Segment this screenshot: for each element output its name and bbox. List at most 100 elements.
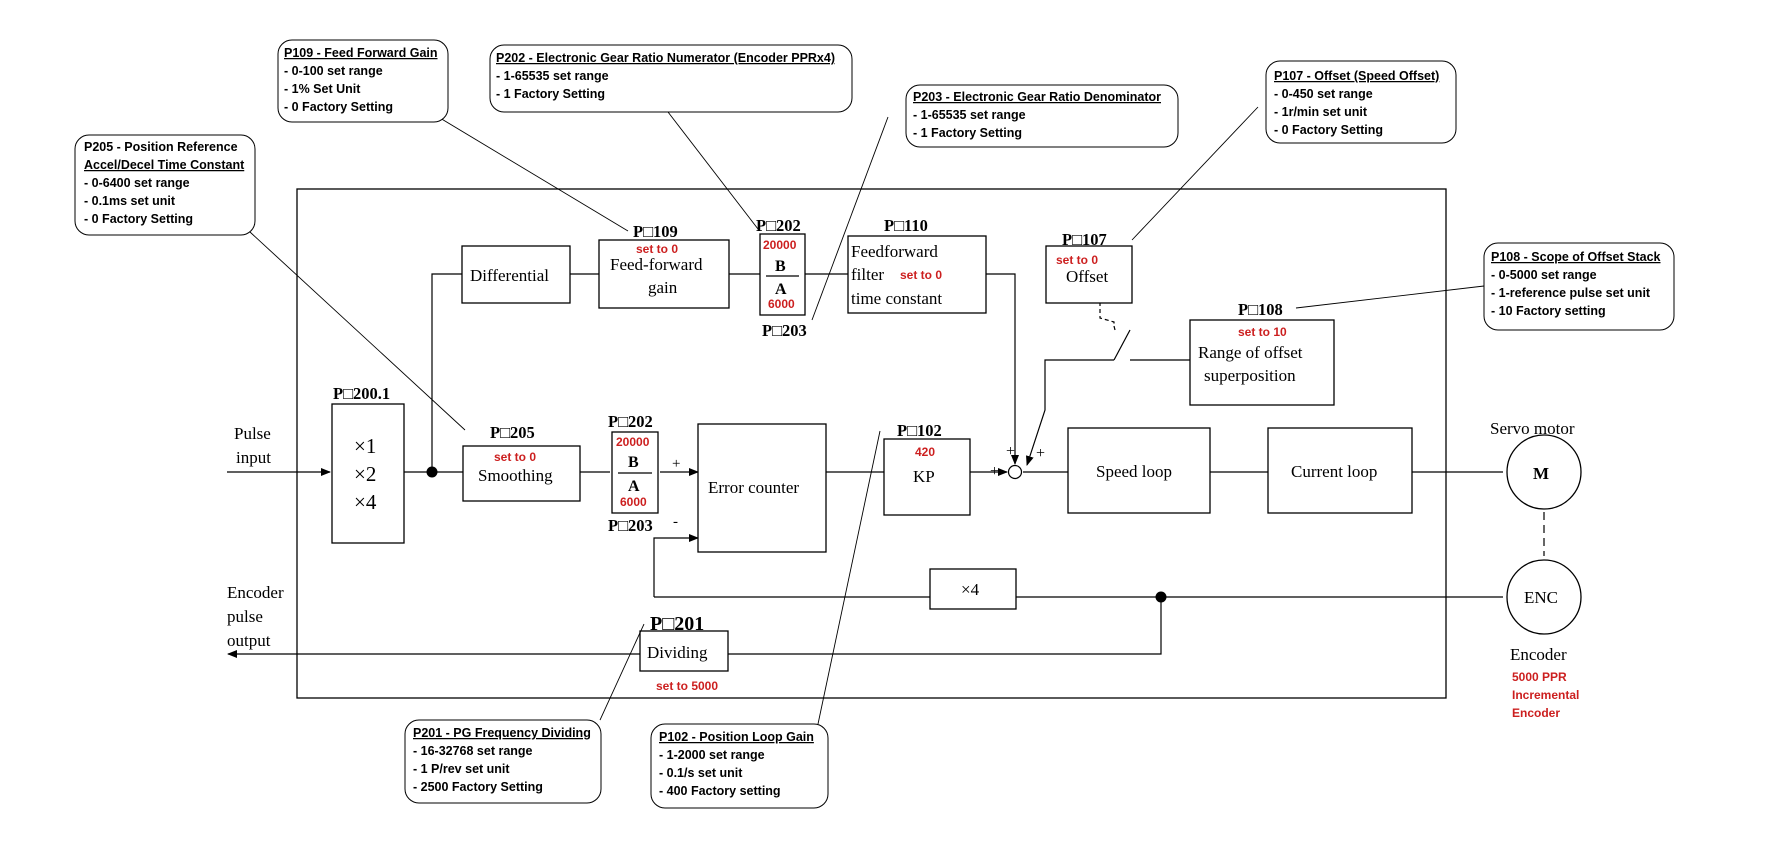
svg-text:- 2500 Factory Setting: - 2500 Factory Setting <box>413 780 543 794</box>
svg-text:Feed-forward: Feed-forward <box>610 255 703 274</box>
svg-text:P108 - Scope of Offset Stack: P108 - Scope of Offset Stack <box>1491 250 1661 264</box>
svg-text:P□109: P□109 <box>633 222 678 241</box>
svg-text:Encoder: Encoder <box>227 583 284 602</box>
svg-text:- 0.1/s set unit: - 0.1/s set unit <box>659 766 743 780</box>
svg-text:set to 10: set to 10 <box>1238 325 1287 339</box>
svg-text:set to 0: set to 0 <box>1056 253 1098 267</box>
svg-text:+: + <box>990 463 999 480</box>
svg-text:output: output <box>227 631 271 650</box>
svg-text:- 0 Factory Setting: - 0 Factory Setting <box>1274 123 1383 137</box>
svg-text:Offset: Offset <box>1066 267 1108 286</box>
svg-text:P□108: P□108 <box>1238 300 1283 319</box>
dividing-block: P□201 Dividing set to 5000 <box>639 613 729 693</box>
svg-text:- 1% Set Unit: - 1% Set Unit <box>284 82 361 96</box>
callout-p102: P102 - Position Loop Gain - 1-2000 set r… <box>650 723 829 809</box>
servo-motor: Servo motor M <box>1490 419 1582 510</box>
callout-leaders <box>249 106 1485 725</box>
callout-p203: P203 - Electronic Gear Ratio Denominator… <box>905 84 1179 148</box>
svg-text:- 1-2000 set range: - 1-2000 set range <box>659 748 765 762</box>
current-loop-block: Current loop <box>1267 427 1413 514</box>
svg-text:- 16-32768 set range: - 16-32768 set range <box>413 744 533 758</box>
svg-text:Accel/Decel Time Constant: Accel/Decel Time Constant <box>84 158 245 172</box>
svg-text:6000: 6000 <box>620 495 647 509</box>
svg-text:- 1-65535 set range: - 1-65535 set range <box>913 108 1026 122</box>
svg-text:Encoder: Encoder <box>1512 706 1560 720</box>
svg-text:Incremental: Incremental <box>1512 688 1579 702</box>
svg-text:filter: filter <box>851 265 884 284</box>
svg-text:Pulse: Pulse <box>234 424 271 443</box>
callout-p108: P108 - Scope of Offset Stack - 0-5000 se… <box>1483 242 1675 331</box>
svg-text:set to 0: set to 0 <box>494 450 536 464</box>
svg-text:×1: ×1 <box>354 434 376 458</box>
svg-text:Error counter: Error counter <box>708 478 799 497</box>
system-frame <box>296 188 1447 699</box>
svg-text:- 1-reference pulse set unit: - 1-reference pulse set unit <box>1491 286 1651 300</box>
svg-text:+: + <box>1006 443 1015 460</box>
svg-text:- 0-5000 set range: - 0-5000 set range <box>1491 268 1597 282</box>
svg-text:- 0 Factory Setting: - 0 Factory Setting <box>84 212 193 226</box>
svg-text:M: M <box>1533 464 1549 483</box>
svg-text:pulse: pulse <box>227 607 263 626</box>
encoder: ENC Encoder 5000 PPR Incremental Encoder <box>1506 559 1582 720</box>
svg-text:P202 - Electronic Gear Ratio N: P202 - Electronic Gear Ratio Numerator (… <box>496 51 835 65</box>
svg-text:set to 0: set to 0 <box>900 268 942 282</box>
offset-block: P□107 set to 0 Offset <box>1045 230 1133 304</box>
svg-text:input: input <box>236 448 271 467</box>
svg-text:KP: KP <box>913 467 935 486</box>
svg-text:- 1r/min set unit: - 1r/min set unit <box>1274 105 1368 119</box>
svg-text:superposition: superposition <box>1204 366 1296 385</box>
offset-range-block: P□108 set to 10 Range of offset superpos… <box>1189 300 1335 406</box>
svg-text:P□202: P□202 <box>608 412 653 431</box>
svg-text:time constant: time constant <box>851 289 942 308</box>
svg-text:- 0.1ms set unit: - 0.1ms set unit <box>84 194 176 208</box>
svg-text:B: B <box>628 454 639 471</box>
svg-text:P□102: P□102 <box>897 421 942 440</box>
svg-text:A: A <box>775 281 787 298</box>
svg-text:- 1 P/rev set unit: - 1 P/rev set unit <box>413 762 510 776</box>
svg-text:×4: ×4 <box>354 490 377 514</box>
svg-text:P107 - Offset (Speed Offset): P107 - Offset (Speed Offset) <box>1274 69 1439 83</box>
differential-block: Differential <box>461 245 571 304</box>
svg-text:- 1 Factory Setting: - 1 Factory Setting <box>496 87 605 101</box>
kp-block: P□102 420 KP <box>883 421 971 516</box>
smoothing-block: P□205 set to 0 Smoothing <box>462 423 581 502</box>
svg-text:6000: 6000 <box>768 297 795 311</box>
svg-text:- 10 Factory setting: - 10 Factory setting <box>1491 304 1606 318</box>
svg-text:- 0 Factory Setting: - 0 Factory Setting <box>284 100 393 114</box>
svg-text:- 0-100 set range: - 0-100 set range <box>284 64 383 78</box>
svg-text:420: 420 <box>915 445 935 459</box>
svg-text:P□201: P□201 <box>650 613 704 635</box>
svg-text:P□203: P□203 <box>762 321 807 340</box>
svg-text:B: B <box>775 258 786 275</box>
speed-loop-block: Speed loop <box>1067 427 1211 514</box>
summing-signs: + + + <box>990 443 1045 480</box>
multiplier-block: P□200.1 ×1 ×2 ×4 <box>331 384 405 544</box>
svg-text:×2: ×2 <box>354 462 376 486</box>
svg-text:+: + <box>1036 445 1045 462</box>
encoder-output-label: Encoder pulse output <box>227 583 284 650</box>
svg-text:Smoothing: Smoothing <box>478 466 553 485</box>
summing-junction <box>1007 464 1023 480</box>
svg-text:20000: 20000 <box>616 435 650 449</box>
svg-text:Range of offset: Range of offset <box>1198 343 1303 362</box>
pulse-input-label: Pulse input <box>234 424 271 467</box>
svg-text:- 1 Factory Setting: - 1 Factory Setting <box>913 126 1022 140</box>
callout-p205: P205 - Position Reference Accel/Decel Ti… <box>74 134 256 236</box>
svg-text:Current loop: Current loop <box>1291 462 1377 481</box>
svg-text:set to 5000: set to 5000 <box>656 679 718 693</box>
gear-ratio-main: P□202 20000 B A 6000 P□203 + - <box>608 412 680 535</box>
svg-text:P□200.1: P□200.1 <box>333 384 390 403</box>
callout-p202: P202 - Electronic Gear Ratio Numerator (… <box>489 44 853 113</box>
svg-text:P□203: P□203 <box>608 516 653 535</box>
svg-text:Differential: Differential <box>470 266 549 285</box>
svg-text:Dividing: Dividing <box>647 643 708 662</box>
svg-text:P205 - Position Reference: P205 - Position Reference <box>84 140 238 154</box>
svg-text:P203 - Electronic Gear Ratio D: P203 - Electronic Gear Ratio Denominator <box>913 90 1161 104</box>
svg-text:×4: ×4 <box>961 580 980 599</box>
svg-text:P109 - Feed Forward Gain: P109 - Feed Forward Gain <box>284 46 438 60</box>
error-counter-block: Error counter <box>697 423 827 553</box>
svg-text:5000 PPR: 5000 PPR <box>1512 670 1567 684</box>
svg-text:Servo motor: Servo motor <box>1490 419 1575 438</box>
svg-text:set to 0: set to 0 <box>636 242 678 256</box>
svg-text:- 0-6400 set range: - 0-6400 set range <box>84 176 190 190</box>
